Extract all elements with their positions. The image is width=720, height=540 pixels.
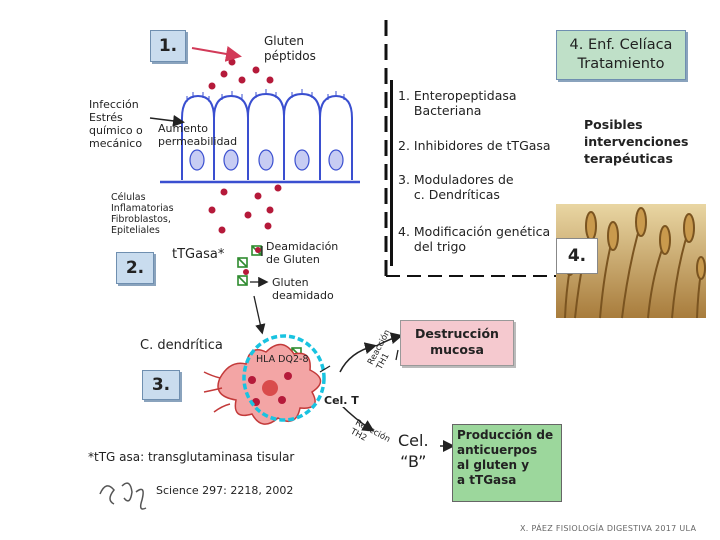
step-3-box: 3. [142, 370, 180, 400]
dendritic-cell [203, 343, 322, 425]
treatment-item-4: 4. Modificación genética del trigo [398, 224, 551, 254]
step-4-badge: 4. [556, 238, 598, 274]
deamidation-label: Deamidación de Gluten [266, 240, 339, 266]
step-2-label: 2. [125, 258, 145, 278]
footer-credit: X. PÁEZ FISIOLOGÍA DIGESTIVA 2017 ULA [520, 524, 697, 533]
dendritic-cell-label: C. dendrítica [140, 338, 223, 353]
deamidated-gluten-label: Gluten deamidado [272, 276, 334, 302]
step-1-label: 1. [158, 36, 178, 56]
signature [99, 482, 147, 510]
antibodies-label: Producción de anticuerpos al gluten y a … [457, 428, 554, 487]
treatment-item-2: 2. Inhibidores de tTGasa [398, 138, 551, 153]
t-cell-label: Cel. T [324, 394, 359, 407]
infection-label: Infección Estrés químico o mecánico [89, 98, 143, 150]
step-3-label: 3. [151, 375, 171, 395]
title-box: 4. Enf. Celíaca Tratamiento [556, 30, 686, 80]
arrow-to-dc [253, 295, 266, 335]
mucosa-destruction-label: Destrucción mucosa [415, 326, 499, 357]
step-1-box: 1. [150, 30, 186, 62]
permeability-label: Aumento permeabilidad [158, 122, 238, 148]
epithelial-cells [160, 89, 360, 184]
arrow-infection [149, 114, 185, 127]
b-cell-label: Cel. “B” [398, 431, 429, 471]
hla-ring [242, 334, 326, 422]
mucosa-destruction-box: Destrucción mucosa [400, 320, 514, 366]
arrow-to-peptides [191, 46, 242, 62]
step-4-label: 4. [567, 246, 587, 266]
ttg-label: tTGasa* [172, 247, 225, 262]
cell-nuclei [189, 149, 344, 171]
title-text: 4. Enf. Celíaca Tratamiento [569, 37, 673, 72]
antibodies-box: Producción de anticuerpos al gluten y a … [452, 424, 562, 502]
wheat-image [556, 204, 706, 319]
hla-label: HLA DQ2-8 [256, 354, 309, 365]
treatment-panel [390, 80, 573, 266]
treatment-item-3: 3. Moduladores de c. Dendríticas [398, 172, 514, 202]
reference-text: Science 297: 2218, 2002 [156, 484, 294, 497]
arrow-to-destruction [375, 332, 403, 347]
arrow-th1 [339, 342, 377, 373]
interventions-label: Posibles intervenciones terapéuticas [584, 117, 689, 166]
gluten-peptides [208, 58, 282, 234]
step-2-box: 2. [116, 252, 154, 284]
footnote-text: *tTG asa: transglutaminasa tisular [88, 450, 295, 464]
treatment-item-1: 1. Enteropeptidasa Bacteriana [398, 88, 517, 118]
gluten-peptides-label: Gluten péptidos [264, 34, 316, 63]
inflammatory-cells-label: Células Inflamatorias Fibroblastos, Epit… [111, 192, 174, 236]
